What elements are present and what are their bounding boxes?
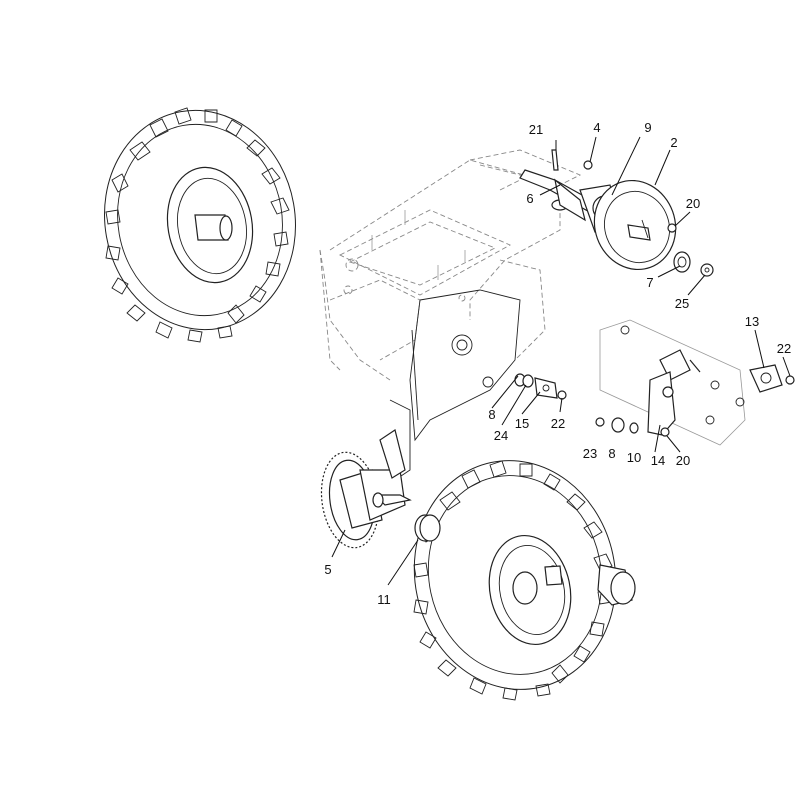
callout-11: 11 — [377, 592, 391, 607]
leader-lines — [331, 136, 791, 586]
callout-20-lower: 20 — [676, 453, 690, 468]
wheel-upper-left — [104, 107, 296, 343]
callout-22-right: 22 — [777, 341, 791, 356]
callout-15: 15 — [515, 416, 529, 431]
callout-6: 6 — [526, 191, 533, 206]
callout-20-upper: 20 — [686, 196, 700, 211]
drive-gear — [320, 429, 412, 549]
shift-plate — [599, 319, 795, 446]
callout-13: 13 — [745, 314, 759, 329]
callout-24: 24 — [494, 428, 508, 443]
callout-8-lower: 8 — [608, 446, 615, 461]
axle-assembly — [519, 149, 714, 277]
hardware-mid — [514, 373, 670, 437]
callout-8-upper: 8 — [488, 407, 495, 422]
callout-22-mid: 22 — [551, 416, 565, 431]
callout-2: 2 — [670, 135, 677, 150]
callout-14: 14 — [651, 453, 665, 468]
callout-10: 10 — [627, 450, 641, 465]
bushing — [414, 514, 441, 542]
callout-5: 5 — [324, 562, 331, 577]
callout-7: 7 — [646, 275, 653, 290]
callout-4: 4 — [593, 120, 600, 135]
callout-21: 21 — [529, 122, 543, 137]
callout-25: 25 — [675, 296, 689, 311]
callout-9: 9 — [644, 120, 651, 135]
side-panel — [389, 289, 521, 481]
callout-labels: 21 4 9 2 6 20 7 25 13 22 8 24 15 22 23 8… — [324, 120, 791, 607]
wheel-lower-right — [413, 460, 636, 701]
callout-23: 23 — [583, 446, 597, 461]
